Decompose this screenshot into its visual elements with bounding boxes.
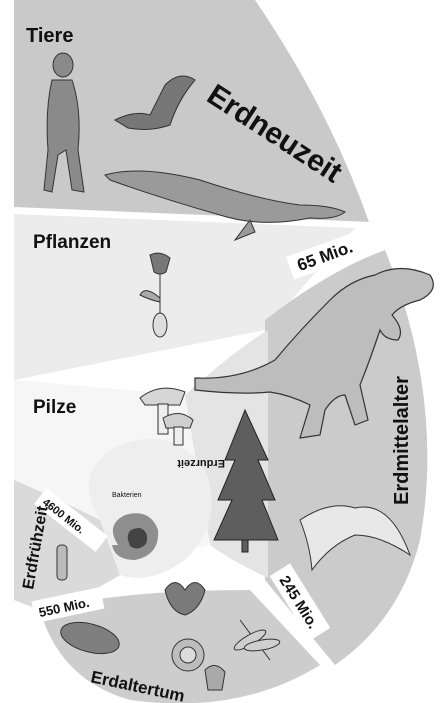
squid-icon: [205, 665, 225, 690]
era-archean-label: Erdurzeit: [177, 457, 225, 469]
fossil-chain-icon: [57, 545, 67, 580]
ammonite-icon: [172, 639, 204, 671]
bacteria-label: Bakterien: [112, 492, 142, 499]
category-animals-label: Tiere: [26, 25, 73, 47]
era-mesozoic-label: Erdmittelalter: [391, 376, 413, 505]
category-plants-label: Pflanzen: [33, 232, 111, 253]
category-fungi-label: Pilze: [33, 397, 76, 418]
